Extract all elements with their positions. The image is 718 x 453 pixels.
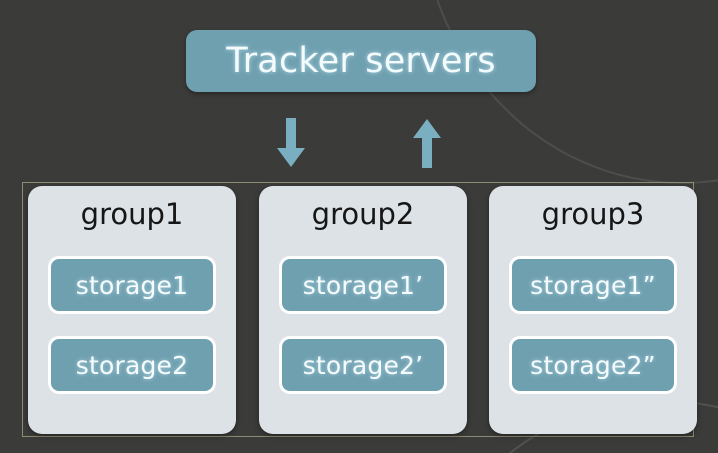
- storage-label: storage1: [75, 270, 189, 300]
- decorative-arc-top: [420, 0, 718, 184]
- group-title: group2: [311, 197, 415, 231]
- group-title: group1: [80, 197, 184, 231]
- group-title: group3: [541, 197, 645, 231]
- storage-label: storage2’: [302, 350, 424, 380]
- arrow-down-icon: [276, 118, 306, 168]
- arrow-up-icon: [412, 118, 442, 168]
- storage-label: storage2: [75, 350, 189, 380]
- storage-label: storage1”: [530, 270, 656, 300]
- storage-box: storage2: [48, 336, 216, 394]
- group-panel-3: group3 storage1” storage2”: [489, 186, 697, 434]
- group-panel-1: group1 storage1 storage2: [28, 186, 236, 434]
- storage-box: storage1”: [509, 256, 677, 314]
- group-panel-2: group2 storage1’ storage2’: [259, 186, 467, 434]
- storage-box: storage1: [48, 256, 216, 314]
- storage-label: storage2”: [530, 350, 656, 380]
- storage-box: storage2”: [509, 336, 677, 394]
- storage-box: storage2’: [279, 336, 447, 394]
- tracker-servers-label: Tracker servers: [226, 41, 496, 81]
- storage-label: storage1’: [302, 270, 424, 300]
- storage-box: storage1’: [279, 256, 447, 314]
- tracker-servers-box: Tracker servers: [186, 30, 536, 92]
